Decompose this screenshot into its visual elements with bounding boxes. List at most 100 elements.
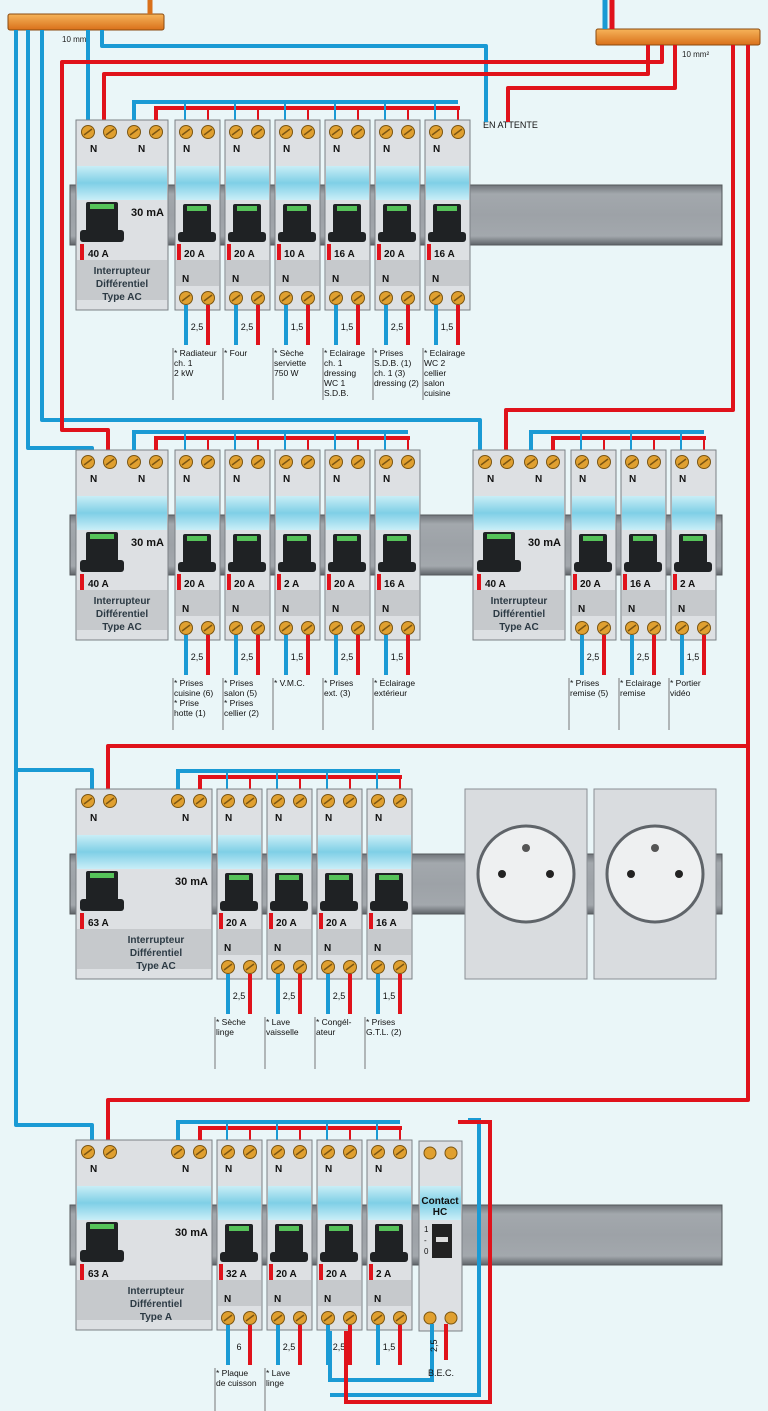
- diff-sensitivity: 30 mA: [175, 1227, 208, 1239]
- circuit-description: 750 W: [274, 368, 299, 378]
- busbar-left: [7, 13, 165, 31]
- breaker-rating: 2 A: [376, 1269, 391, 1280]
- circuit-description: cellier: [424, 368, 446, 378]
- diff-label: Différentiel: [130, 948, 182, 959]
- circuit-description: linge: [266, 1378, 284, 1388]
- breaker-rating: 20 A: [384, 249, 405, 260]
- toggle-lever: [433, 204, 461, 240]
- diff-label: Interrupteur: [128, 935, 185, 946]
- svg-text:N: N: [90, 144, 97, 155]
- breaker-rating: 20 A: [326, 918, 347, 929]
- svg-text:N: N: [628, 604, 635, 615]
- svg-text:N: N: [324, 943, 331, 954]
- comb-neutral: [132, 100, 458, 120]
- breaker-rating: 2 A: [680, 579, 695, 590]
- svg-text:N: N: [182, 813, 189, 824]
- diff-label: Interrupteur: [94, 596, 151, 607]
- circuit-description: * Prises: [324, 678, 353, 688]
- breaker-rating: 20 A: [226, 918, 247, 929]
- comb-neutral: [176, 769, 400, 789]
- busbar-left-label: 10 mm²: [62, 35, 89, 44]
- svg-text:N: N: [432, 274, 439, 285]
- toggle-lever: [325, 1224, 353, 1260]
- diff-rating: 40 A: [485, 579, 506, 590]
- cable-section: 2,5: [191, 322, 204, 332]
- circuit-description: extérieur: [374, 688, 407, 698]
- circuit-description: * Eclairage: [620, 678, 661, 688]
- svg-text:N: N: [233, 144, 240, 155]
- circuit-description: * Eclairage: [374, 678, 415, 688]
- svg-text:N: N: [629, 474, 636, 485]
- circuit-description: cellier (2): [224, 708, 259, 718]
- circuit-description: 2 kW: [174, 368, 193, 378]
- circuit-description: dressing: [324, 368, 356, 378]
- diff-sensitivity: 30 mA: [131, 537, 164, 549]
- svg-text:N: N: [274, 943, 281, 954]
- toggle-lever: [283, 204, 311, 240]
- diff-label: Différentiel: [130, 1299, 182, 1310]
- circuit-description: ateur: [316, 1027, 336, 1037]
- breaker-rating: 16 A: [384, 579, 405, 590]
- circuit-description: * Lave: [266, 1368, 290, 1378]
- diff-rating: 63 A: [88, 1269, 109, 1280]
- circuit-description: G.T.L. (2): [366, 1027, 402, 1037]
- svg-text:N: N: [183, 474, 190, 485]
- svg-text:N: N: [282, 274, 289, 285]
- svg-text:N: N: [224, 943, 231, 954]
- circuit-description: vidéo: [670, 688, 691, 698]
- circuit-description: * Prises: [570, 678, 599, 688]
- cable-section: 1,5: [341, 322, 354, 332]
- toggle-lever: [275, 1224, 303, 1260]
- breaker-rating: 20 A: [184, 249, 205, 260]
- busbar-right: [595, 28, 761, 46]
- svg-text:N: N: [183, 144, 190, 155]
- svg-text:N: N: [374, 943, 381, 954]
- diff-rating: 63 A: [88, 918, 109, 929]
- circuit-breaker: N20 AN2,5* Four: [222, 102, 271, 400]
- circuit-description: hotte (1): [174, 708, 206, 718]
- circuit-description: * Sèche: [216, 1017, 246, 1027]
- diff-label: Type AC: [102, 292, 141, 303]
- diff-label: Interrupteur: [491, 596, 548, 607]
- comb-phase: [551, 436, 706, 450]
- svg-text:N: N: [225, 1164, 232, 1175]
- breaker-rating: 20 A: [234, 249, 255, 260]
- toggle-lever: [383, 204, 411, 240]
- breaker-rating: 20 A: [276, 918, 297, 929]
- svg-text:N: N: [382, 604, 389, 615]
- toggle-lever: [333, 534, 361, 570]
- diff-sensitivity: 30 mA: [175, 876, 208, 888]
- socket-2: [593, 788, 717, 980]
- en-attente-label: EN ATTENTE: [483, 120, 538, 130]
- toggle-lever: [183, 204, 211, 240]
- svg-text:N: N: [383, 474, 390, 485]
- svg-text:N: N: [324, 1294, 331, 1305]
- circuit-description: * Plaque: [216, 1368, 248, 1378]
- breaker-rating: 16 A: [334, 249, 355, 260]
- diff-label: Type AC: [102, 622, 141, 633]
- svg-text:N: N: [332, 604, 339, 615]
- toggle-lever: [283, 534, 311, 570]
- svg-text:N: N: [283, 144, 290, 155]
- diff-label: Type A: [140, 1312, 172, 1323]
- cable-section: 2,5: [587, 652, 600, 662]
- svg-text:N: N: [90, 813, 97, 824]
- toggle-lever: [183, 534, 211, 570]
- toggle-lever: [629, 534, 657, 570]
- breaker-rating: 20 A: [326, 1269, 347, 1280]
- cable-section: 2,5: [333, 1342, 346, 1352]
- circuit-description: * Prises: [224, 698, 253, 708]
- svg-text:N: N: [182, 1164, 189, 1175]
- svg-text:N: N: [182, 274, 189, 285]
- circuit-description: salon: [424, 378, 445, 388]
- toggle-lever: [325, 873, 353, 909]
